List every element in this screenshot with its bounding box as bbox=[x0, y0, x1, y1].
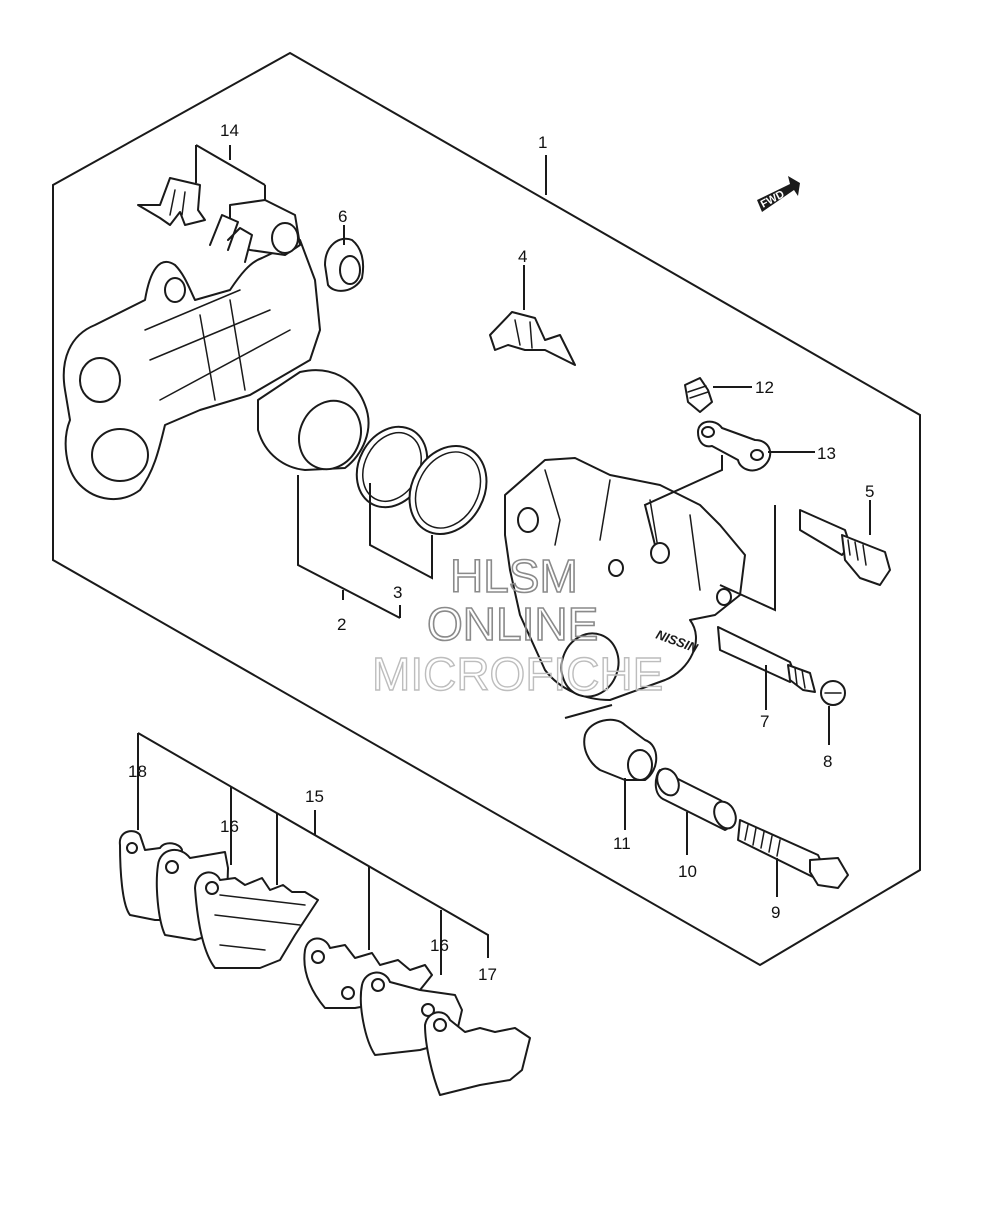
watermark-line-1: HLSM bbox=[450, 550, 578, 602]
callout-10: 10 bbox=[678, 862, 697, 881]
callout-14: 14 bbox=[220, 121, 239, 140]
leader-lines bbox=[137, 144, 871, 975]
callout-4: 4 bbox=[518, 247, 527, 266]
caliper-bracket bbox=[62, 199, 321, 501]
pin-bolt-long bbox=[799, 509, 891, 586]
callout-16-lower: 16 bbox=[430, 936, 449, 955]
plug bbox=[820, 680, 846, 706]
piston-seals bbox=[355, 425, 488, 535]
callout-18: 18 bbox=[128, 762, 147, 781]
callout-1: 1 bbox=[538, 133, 547, 152]
callout-5: 5 bbox=[865, 482, 874, 501]
callout-13: 13 bbox=[817, 444, 836, 463]
callout-3: 3 bbox=[393, 583, 402, 602]
watermark: HLSM ONLINE MICROFICHE bbox=[371, 549, 664, 701]
callout-11: 11 bbox=[613, 834, 631, 853]
callout-15: 15 bbox=[305, 787, 324, 806]
fwd-arrow-icon: FWD bbox=[757, 176, 800, 212]
fwd-label: FWD bbox=[759, 188, 787, 210]
pad-spring bbox=[489, 311, 576, 366]
callout-9: 9 bbox=[771, 903, 780, 922]
callout-labels: 1 2 3 4 5 6 7 8 9 10 11 12 13 14 15 16 1… bbox=[128, 121, 874, 984]
callout-7: 7 bbox=[760, 712, 769, 731]
caliper-body: NISSIN bbox=[504, 457, 746, 701]
callout-8: 8 bbox=[823, 752, 832, 771]
callout-16-upper: 16 bbox=[220, 817, 239, 836]
bleeder-cap bbox=[697, 420, 772, 472]
brake-pad-set bbox=[118, 830, 531, 1096]
callout-17: 17 bbox=[478, 965, 497, 984]
rubber-bushing bbox=[324, 237, 365, 292]
assembly-frame bbox=[52, 51, 921, 967]
callout-2: 2 bbox=[337, 615, 346, 634]
watermark-line-2: ONLINE bbox=[427, 598, 598, 650]
caliper-bolt bbox=[737, 819, 849, 889]
pad-spring-clip bbox=[137, 177, 206, 226]
bleeder-valve bbox=[684, 377, 713, 413]
rubber-boot bbox=[583, 718, 658, 781]
piston bbox=[257, 369, 370, 471]
callout-6: 6 bbox=[338, 207, 347, 226]
slide-pin bbox=[717, 626, 816, 693]
watermark-line-3: MICROFICHE bbox=[372, 648, 663, 700]
sleeve bbox=[654, 767, 737, 831]
callout-12: 12 bbox=[755, 378, 774, 397]
